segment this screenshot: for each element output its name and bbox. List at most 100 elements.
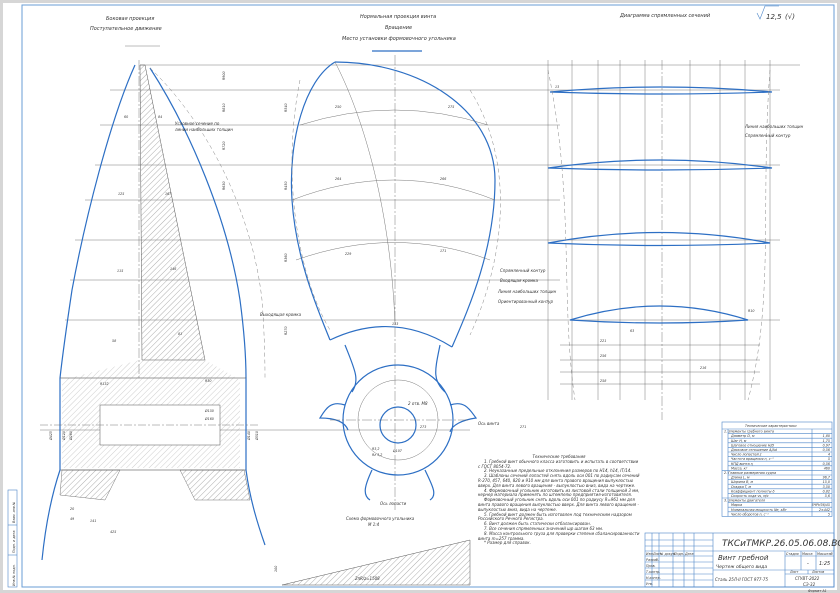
table-value: 0,97 <box>823 443 831 447</box>
tech-requirements-title: Технические требования <box>532 454 586 459</box>
normal-view-subtitle2: Место установки формовочного угольника <box>342 36 456 42</box>
cond-section-label2: линии наибольших толщин <box>174 127 233 132</box>
max-thickness-label: Линия наибольших толщин <box>497 289 557 294</box>
dimension-label: Ø120 <box>61 431 66 441</box>
dimension-label: 425 <box>110 530 116 534</box>
col-sign: Подп. <box>674 552 684 556</box>
dimension-label: 58 <box>112 339 116 343</box>
normal-view-title: Нормальная проекция винта <box>360 14 436 20</box>
dimension-label: R450 <box>284 181 288 190</box>
table-param: Частота вращения n, c⁻¹ <box>731 457 774 461</box>
screw-axis-label: Ось винта <box>478 421 500 426</box>
wedge-height-dim: 100 <box>274 566 278 572</box>
tech-requirement: Формовочный угольник снять вдоль оси 001… <box>478 497 639 512</box>
col-sheet: Лист <box>652 552 661 556</box>
tech-requirement: 6. Винт должен быть статически отбаланси… <box>484 521 591 527</box>
table-param: Осадка T, м <box>731 485 751 489</box>
table-value: 1,80 <box>823 434 830 438</box>
normal-view <box>290 55 501 510</box>
title-block: Изм. Лист № докум. Подп. Дата Разраб. Пр… <box>644 532 840 593</box>
dimension-label: Rz 3,2 <box>372 453 382 457</box>
table-param: Дисковое отношение A/Ad <box>730 448 778 452</box>
table-value: 6ЧРН36/45 <box>812 503 830 507</box>
table-title: Технические характеристики <box>745 424 797 428</box>
table-value: 96,7 <box>823 476 831 480</box>
forming-template-wedge: 2πR/z=1508 100 <box>274 539 471 586</box>
dimension-label: R720 <box>222 141 226 150</box>
role-approved: Утв. <box>646 582 653 586</box>
side-view-title: Боковая проекция <box>106 16 154 22</box>
dimension-label: Ø107 <box>392 448 403 453</box>
dimension-label: R630 <box>222 181 226 190</box>
drawing-frame <box>21 4 835 588</box>
dimension-label: 275 <box>448 105 454 109</box>
dimension-label: 221 <box>600 339 606 343</box>
table-param: Скорость хода vs, м/с <box>731 494 769 498</box>
table-value: 0,56 <box>823 448 830 452</box>
dimension-label: 171 <box>440 249 446 253</box>
stamp-inv: Инв.№ подл. <box>12 564 16 586</box>
straight-contour-label: Спрямленный контур <box>500 268 546 273</box>
dimension-label: R810 <box>222 103 226 112</box>
stage-label: Стадия <box>786 552 799 556</box>
role-developer: Разраб. <box>646 558 659 562</box>
table-param: Шаговое отношение Н/D <box>731 443 774 447</box>
blade-axis-label: Ось лопасти <box>380 501 407 506</box>
col-date: Дата <box>684 552 694 556</box>
side-view-subtitle: Поступательное движение <box>90 26 162 32</box>
col-change: Изм. <box>646 552 654 556</box>
straight-contour-label-2: Спрямленный контур <box>745 133 791 138</box>
dimension-label: 13 <box>555 85 559 89</box>
material: Сталь 25Л-II ГОСТ 977-75 <box>715 577 768 582</box>
sheets-label: Листов <box>811 570 824 574</box>
dimension-label: 264 <box>335 177 341 181</box>
dimension-label: Ø260 <box>68 431 73 441</box>
tech-requirement: 5. Гребной винт должен быть изготовлен п… <box>478 511 632 522</box>
dimension-label: 115 <box>117 269 123 273</box>
dimension-label: 12,5 <box>766 13 782 21</box>
dimension-label: R132 <box>100 382 109 386</box>
table-param: Коэффициент полноты δ <box>731 489 775 493</box>
drawing-type: Чертеж общего вида <box>716 564 767 570</box>
dimension-label: (√) <box>785 13 795 21</box>
trailing-edge-label: Выходящая кромка <box>260 312 302 317</box>
oriented-contour-label: Ориентированный контур <box>498 299 554 304</box>
table-param: Длина L, м <box>730 476 750 480</box>
template-scheme-label: Схема формовочного угольника <box>346 516 415 521</box>
table-param: КПД винта η <box>731 462 753 466</box>
roughness-mark: 12,5 (√) <box>756 5 795 21</box>
role-tcontrol: Т.контр. <box>646 570 660 574</box>
dimension-label: R540 <box>284 103 288 112</box>
table-value: 460 <box>824 466 830 470</box>
table-param: Номинальная мощность Ne, кВт <box>731 508 787 512</box>
dimension-label: 84 <box>158 115 162 119</box>
normal-view-subtitle: Вращение <box>385 25 412 31</box>
dimension-label: R360 <box>284 253 288 262</box>
tech-requirement: 2. Неуказанные предельные отклонения раз… <box>484 468 632 474</box>
dimension-label: Ø425 <box>48 431 53 441</box>
dimension-label: 63 <box>630 329 634 333</box>
tech-requirement: 8. Масса контрольного груза для проверки… <box>478 530 640 541</box>
col-doc: № докум. <box>659 552 676 556</box>
scale-label: Масштаб <box>817 552 833 556</box>
template-scale-label: М 1:4 <box>368 522 380 527</box>
table-group-label: 2. Главные размерения судна <box>724 471 776 475</box>
table-param: Число оборотов n, c⁻¹ <box>731 512 769 516</box>
doc-number: ТКСиТМКР.26.05.06.08.ВО <box>722 539 840 549</box>
mass-label: Масса <box>802 552 813 556</box>
cond-section-label: Условное сечение по <box>175 121 220 126</box>
stamp-sign: Подп. и дата <box>12 531 16 553</box>
dimension-label: 216 <box>700 366 706 370</box>
format-label: Формат А1 <box>808 589 827 593</box>
dimension-label: 141 <box>90 519 96 523</box>
dimension-label: Ø160 <box>204 416 214 421</box>
table-param: Марка <box>731 503 742 507</box>
sheet-label: Лист <box>789 570 798 574</box>
dimension-label: 271 <box>520 425 526 429</box>
scale-value: 1:25 <box>819 561 830 567</box>
drawing-name: Винт гребной <box>718 554 769 562</box>
max-thickness-line-label: Линия наибольших толщин <box>744 124 804 129</box>
table-value: 5,6 <box>825 494 830 498</box>
